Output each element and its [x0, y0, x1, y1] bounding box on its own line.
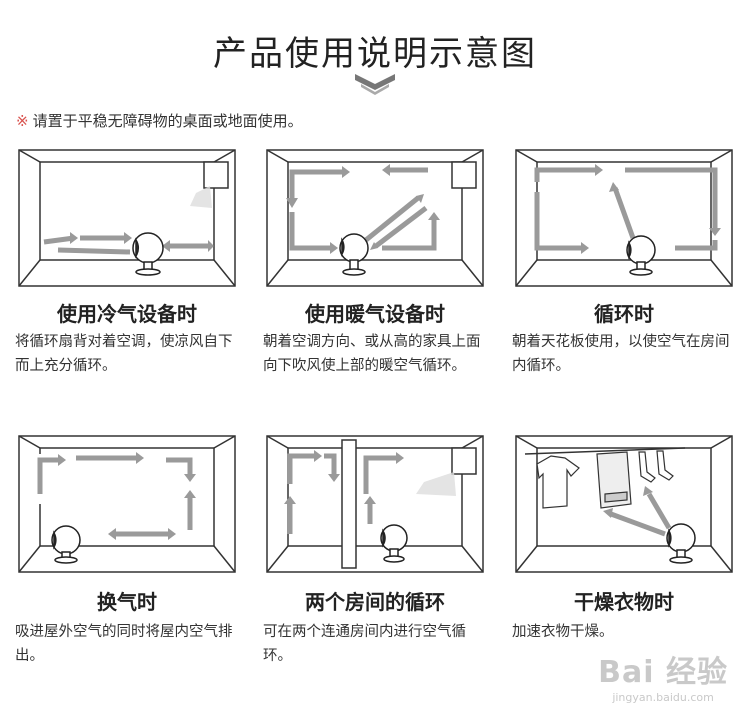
- panel-description: 吸进屋外空气的同时将屋内空气排出。: [15, 624, 233, 664]
- chevron-down-icon: [355, 74, 395, 95]
- watermark-url: jingyan.baidu.com: [612, 691, 714, 704]
- air-conditioner: [451, 447, 477, 475]
- panel-title: 使用冷气设备时: [57, 302, 197, 326]
- circulator-fan: [132, 232, 164, 276]
- hanging-socks: [638, 450, 674, 483]
- panel-description: 加速衣物干燥。: [512, 624, 614, 640]
- panel-title: 循环时: [594, 302, 654, 326]
- partition-wall: [341, 439, 357, 569]
- panel-title: 换气时: [97, 590, 157, 614]
- ventilation-room-illustration: [18, 435, 236, 573]
- circulation-room-illustration: [515, 149, 733, 287]
- usage-note: ※请置于平稳无障碍物的桌面或地面使用。: [16, 110, 303, 131]
- panel-description: 朝着空调方向、或从高的家具上面向下吹风使上部的暖空气循环。: [263, 334, 481, 374]
- circulator-fan: [666, 523, 696, 564]
- circulator-fan: [626, 235, 656, 276]
- panel-description: 朝着天花板使用，以使空气在房间内循环。: [512, 334, 730, 374]
- circulator-fan: [51, 525, 81, 564]
- heating-room-illustration: [266, 149, 484, 287]
- air-conditioner: [451, 161, 477, 189]
- air-conditioner: [203, 161, 229, 189]
- panel-title: 使用暖气设备时: [305, 302, 445, 326]
- watermark-brand: Bai 经验: [598, 655, 728, 690]
- panel-title: 干燥衣物时: [574, 590, 674, 614]
- panel-description: 将循环扇背对着空调，使凉风自下而上充分循环。: [15, 334, 233, 374]
- panel-title: 两个房间的循环: [305, 590, 445, 614]
- circulator-fan: [339, 233, 369, 276]
- hanging-shirt: [536, 455, 580, 509]
- hanging-towel: [596, 451, 632, 509]
- two-rooms-illustration: [266, 435, 484, 573]
- page-title: 产品使用说明示意图: [213, 34, 537, 74]
- note-mark: ※: [16, 112, 29, 130]
- baidu-watermark: Bai 经验 jingyan.baidu.com: [598, 647, 728, 704]
- circulator-fan: [380, 524, 408, 563]
- panel-description: 可在两个连通房间内进行空气循环。: [263, 624, 466, 664]
- cooling-room-illustration: [18, 149, 236, 287]
- drying-clothes-illustration: [515, 435, 733, 573]
- note-text: 请置于平稳无障碍物的桌面或地面使用。: [32, 112, 303, 130]
